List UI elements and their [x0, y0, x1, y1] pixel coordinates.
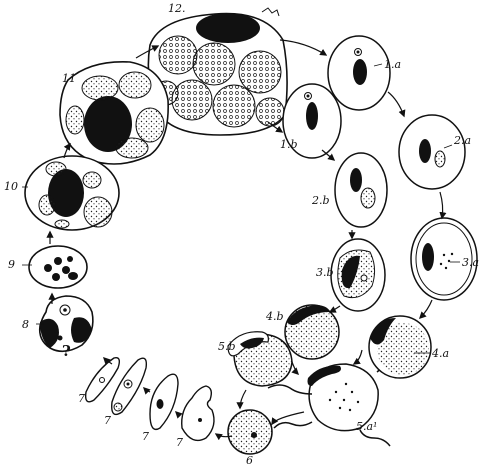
stage-11-cell [59, 61, 169, 165]
label-7-second: 7 [104, 414, 111, 427]
label-1a: 1.a [384, 58, 401, 71]
stage-1a-cell [327, 35, 391, 111]
label-2b: 2.b [311, 194, 330, 207]
cycle-arrows [46, 39, 447, 441]
label-9: 9 [8, 258, 15, 271]
label-7-third: 7 [142, 430, 149, 443]
label-12: 12. [168, 2, 186, 15]
stage-4a-cell [368, 315, 432, 379]
stage-10-cell [24, 155, 120, 231]
stage-labels: 1.a 1.b 2.a 2.b 3.a 3.b 4.a 4.b 5.a¹ 5.b… [4, 2, 479, 467]
stage-2b-cell [334, 152, 388, 228]
stage-4b-cell [284, 304, 340, 360]
label-4b: 4.b [265, 310, 284, 323]
label-5a: 5.a¹ [356, 420, 377, 433]
label-7-first: 7 [78, 392, 85, 405]
label-3a: 3.a [462, 256, 479, 269]
stage-2a-cell [398, 114, 466, 190]
label-5b: 5.b [218, 340, 236, 353]
label-leaders [22, 63, 460, 354]
question-mark: ? [62, 342, 71, 360]
stage-3b-cell [330, 238, 386, 312]
stage-5b-cell [227, 331, 293, 387]
label-6: 6 [246, 454, 253, 467]
label-3b: 3.b [316, 266, 334, 279]
stage-8-cell [38, 295, 94, 353]
stage-12-schizont [147, 7, 288, 136]
label-7-fourth: 7 [176, 436, 183, 449]
stage-6-cell [227, 409, 273, 455]
label-11: 11 [62, 72, 76, 85]
label-1b: 1.b [280, 138, 298, 151]
stage-7-forms [84, 357, 215, 442]
stage-1b-cell [282, 83, 342, 159]
label-2a: 2.a [453, 134, 471, 147]
stage-3a-cell [410, 217, 478, 301]
stage-9-cell [28, 245, 88, 289]
label-4a: 4.a [431, 347, 449, 360]
label-10: 10 [4, 180, 18, 193]
label-8: 8 [22, 318, 29, 331]
